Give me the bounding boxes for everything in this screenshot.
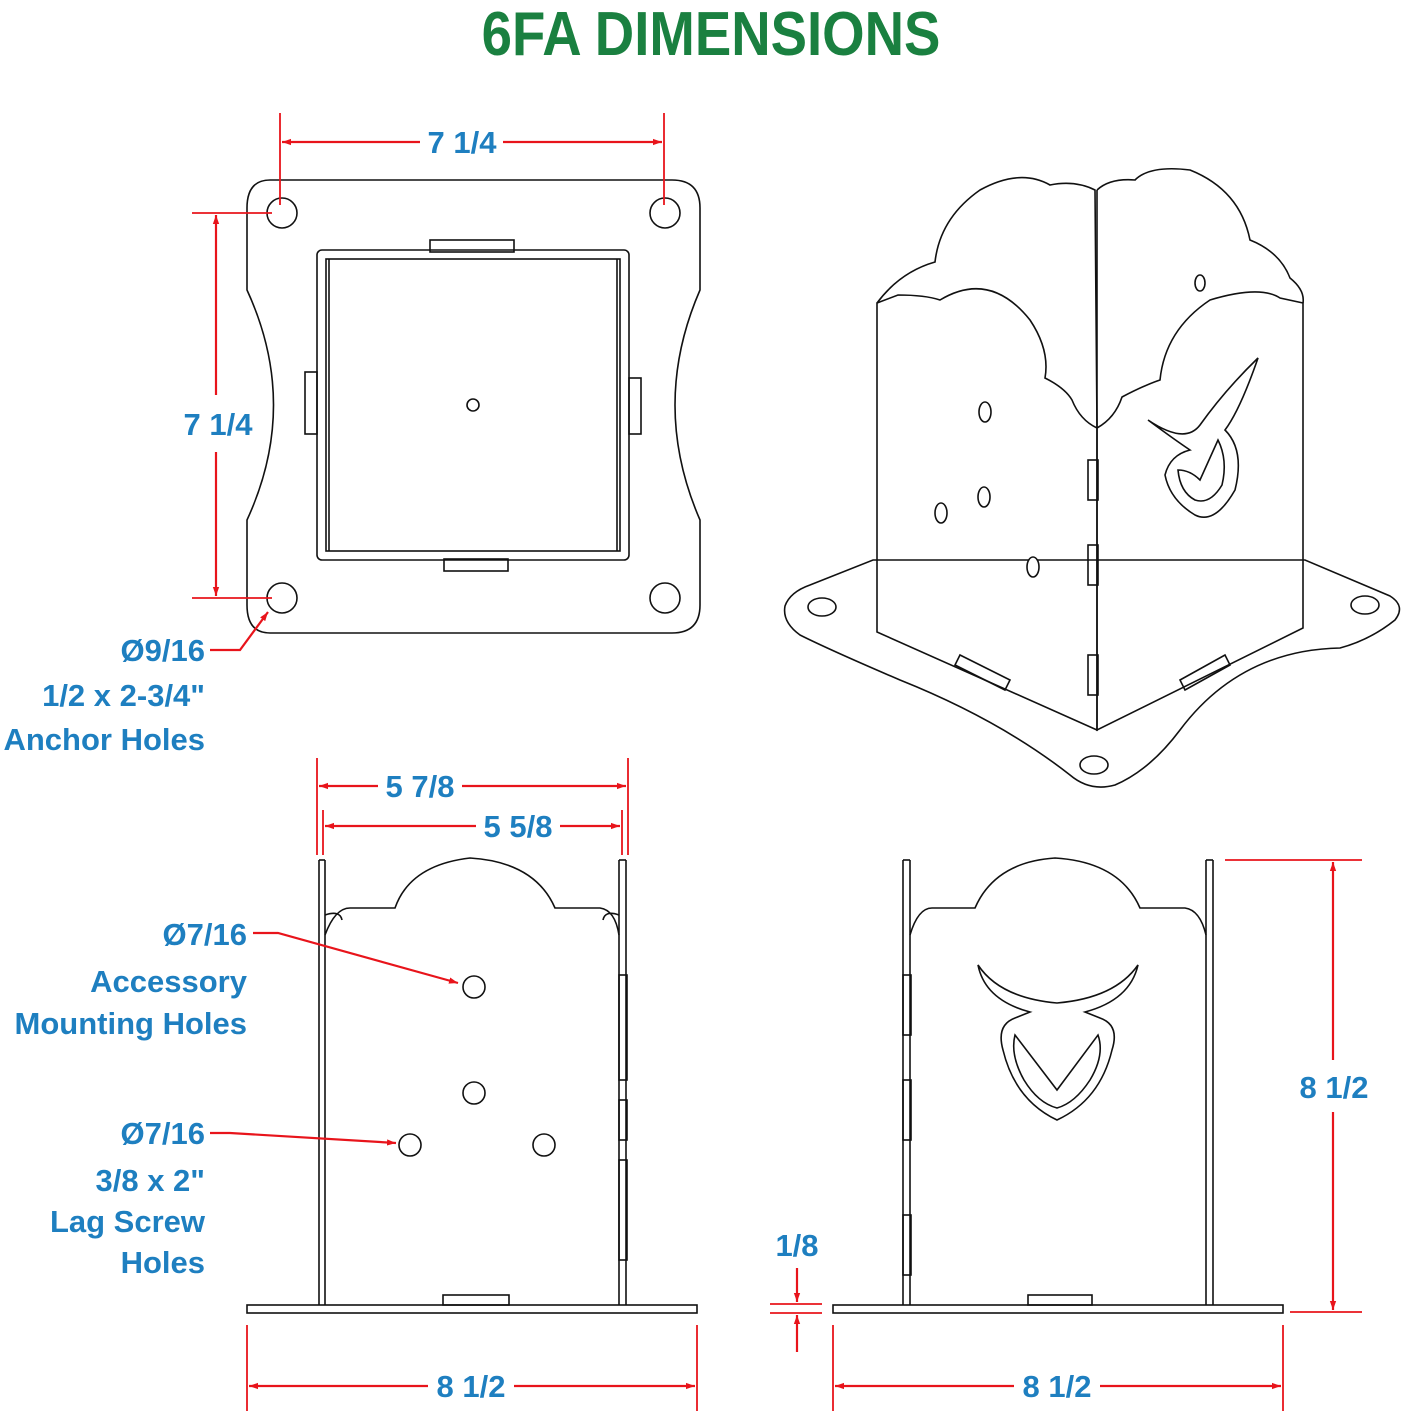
top-view-width-dimension: 7 1/4 [279, 113, 665, 205]
side-base-plate [832, 1304, 1284, 1314]
lag-screw-hole-callout: Ø7/16 3/8 x 2" Lag Screw Holes [50, 1116, 397, 1280]
anchor-diameter: Ø9/16 [121, 633, 205, 668]
iso-logo-cutout [1147, 357, 1259, 518]
anchor-label: Anchor Holes [3, 722, 205, 757]
dim-front-base-width: 8 1/2 [437, 1369, 506, 1404]
iso-hole-4 [1026, 556, 1040, 578]
accessory-hole-callout: Ø7/16 Accessory Mounting Holes [15, 917, 459, 1041]
front-base-width-dimension: 8 1/2 [246, 1325, 698, 1411]
side-view [832, 857, 1284, 1314]
iso-right-face [1096, 291, 1304, 732]
top-view-tab-right [628, 377, 642, 435]
side-height-dimension: 8 1/2 [1225, 859, 1369, 1313]
lag-label-1: Lag Screw [50, 1204, 206, 1239]
top-view-base-plate [246, 179, 701, 634]
dim-side-base-thickness: 1/8 [775, 1228, 818, 1263]
iso-left-face [876, 287, 1098, 732]
top-view-tab-left [304, 371, 318, 435]
iso-hole-3 [934, 502, 948, 524]
accessory-diameter: Ø7/16 [163, 917, 247, 952]
front-outer-width-dimension: 5 7/8 [316, 758, 629, 855]
dim-top-height: 7 1/4 [184, 407, 254, 442]
iso-top-right-flange [1096, 167, 1305, 304]
top-view-tab-top [429, 239, 515, 253]
top-view-center-hole [466, 398, 480, 412]
dim-front-outer-width: 5 7/8 [386, 769, 455, 804]
anchor-hole-callout: Ø9/16 1/2 x 2-3/4" Anchor Holes [3, 611, 269, 757]
top-view-height-dimension: 7 1/4 [184, 212, 272, 599]
accessory-label-2: Mounting Holes [15, 1006, 247, 1041]
front-view [246, 857, 698, 1314]
anchor-hole-top-right [649, 197, 681, 229]
front-base-tab [442, 1294, 510, 1306]
dim-front-inner-width: 5 5/8 [484, 809, 553, 844]
side-top-profile [909, 857, 1207, 936]
side-base-tab [1027, 1294, 1093, 1306]
front-top-profile [324, 857, 620, 936]
side-logo-cutout [977, 964, 1139, 1121]
side-base-width-dimension: 8 1/2 [832, 1325, 1284, 1411]
iso-hole-1 [978, 401, 992, 423]
dim-side-height: 8 1/2 [1300, 1070, 1369, 1105]
dim-top-width: 7 1/4 [428, 125, 498, 160]
top-view [246, 179, 701, 634]
iso-anchor-hole-right [1350, 595, 1380, 615]
lag-label-2: Holes [121, 1245, 205, 1280]
front-hole-4 [532, 1133, 556, 1157]
iso-hole-5 [1194, 274, 1206, 292]
anchor-size: 1/2 x 2-3/4" [42, 678, 205, 713]
front-inner-width-dimension: 5 5/8 [322, 809, 623, 855]
anchor-hole-bottom-right [649, 582, 681, 614]
iso-hole-2 [977, 486, 991, 508]
accessory-label-1: Accessory [90, 964, 248, 999]
lag-size: 3/8 x 2" [96, 1163, 206, 1198]
top-view-tab-bottom [443, 558, 509, 572]
side-base-thickness-dimension: 1/8 [770, 1228, 822, 1352]
page-title: 6FA DIMENSIONS [481, 0, 941, 69]
iso-base-plate [783, 559, 1401, 788]
front-hole-2 [462, 1081, 486, 1105]
front-base-plate [246, 1304, 698, 1314]
iso-top-left-flange [876, 176, 1098, 429]
top-view-sleeve-inner [325, 258, 621, 552]
accessory-hole [462, 975, 486, 999]
iso-anchor-hole-front [1079, 755, 1109, 775]
dim-side-base-width: 8 1/2 [1023, 1369, 1092, 1404]
lag-screw-hole [398, 1133, 422, 1157]
isometric-view [783, 167, 1401, 788]
iso-anchor-hole-left [807, 597, 837, 617]
lag-diameter: Ø7/16 [121, 1116, 205, 1151]
